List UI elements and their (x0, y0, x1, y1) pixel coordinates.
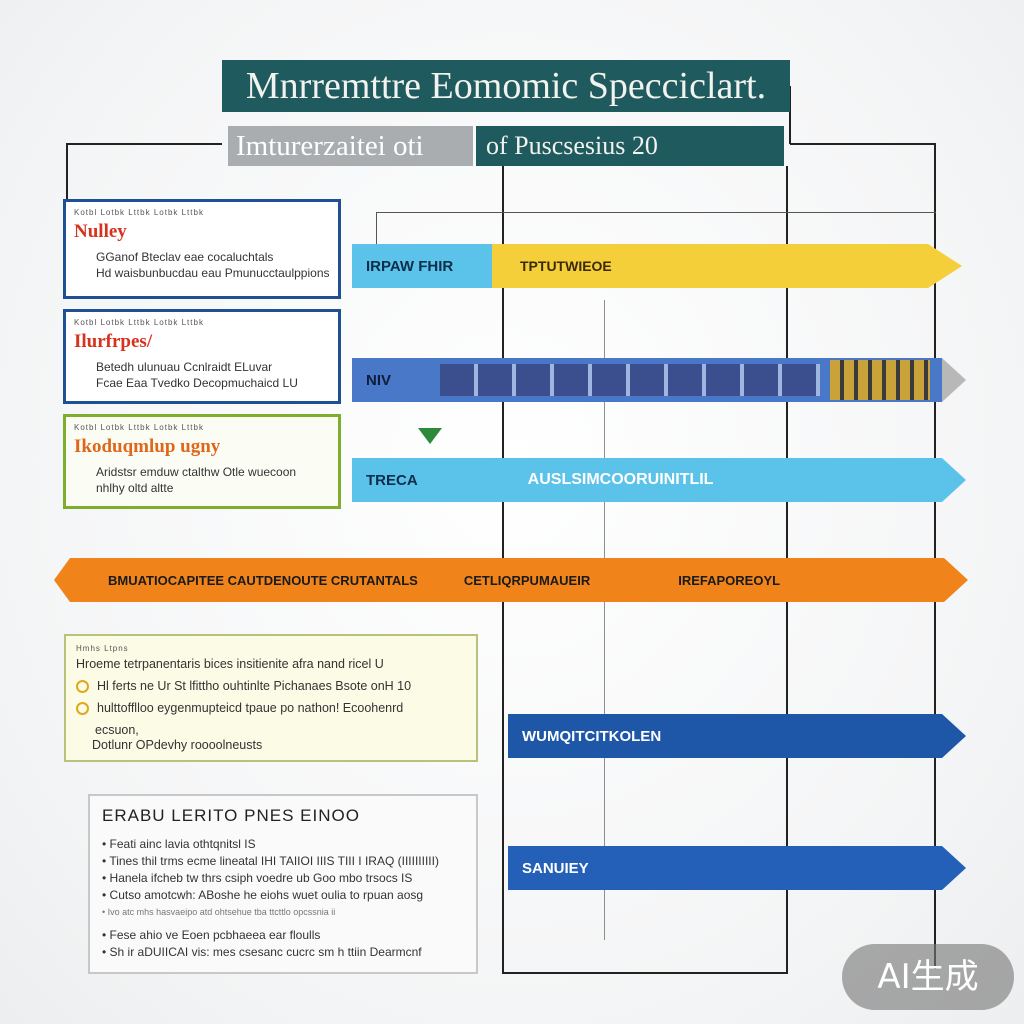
band-navy-tip (942, 714, 966, 758)
page-title: Mnrremttre Eomomic Specciclart. (222, 60, 790, 112)
info-box-2-tiny: Kotbl Lotbk Lttbk Lotbk Lttbk (74, 318, 204, 327)
band-skyblue-tip (942, 458, 966, 502)
frame-line-right-edge (934, 143, 936, 969)
notes-bullet-1: Feati ainc lavia othtqnitsl IS (102, 836, 464, 853)
band-yellow-label: TPTUTWIEOE (520, 258, 612, 274)
info-box-2-line-1: Betedh ulunuau Ccnlraidt ELuvar (96, 360, 273, 374)
note-panel-footer: Dotlunr OPdevhy roooolneusts (92, 738, 263, 752)
note-item-3: ecsuon, (76, 719, 466, 741)
notes-bullet-3: Hanela ifcheb tw thrs csiph voedre ub Go… (102, 870, 464, 887)
note-item-2-text: hulttofflloo eygenmupteicd tpaue po nath… (97, 701, 404, 715)
notes-extra-2: Sh ir aDUIICAI vis: mes csesanc cucrc sm… (102, 944, 464, 961)
band-skyblue-left-label: TRECA (366, 471, 418, 489)
band-orange-tip (944, 558, 968, 602)
info-box-2: Kotbl Lotbk Lttbk Lotbk Lttbk Ilurfrpes/… (63, 309, 341, 404)
info-box-3: Kotbl Lotbk Lttbk Lotbk Lttbk Ikoduqmlup… (63, 414, 341, 509)
band-orange-left-label: BMUATIOCAPITEE CAUTDENOUTE CRUTANTALS (108, 572, 418, 588)
band-orange-right-label: IREFAPOREOYL (678, 572, 781, 588)
note-item-3-text: ecsuon, (95, 723, 139, 737)
page-subtitle-right: of Puscsesius 20 (476, 126, 784, 166)
band-orange: BMUATIOCAPITEE CAUTDENOUTE CRUTANTALS CE… (70, 558, 944, 602)
info-box-1-line-1: GGanof Bteclav eae cocaluchtals (96, 250, 274, 264)
frame-line-top-left (66, 143, 222, 145)
frame-line-title-right (789, 86, 791, 144)
ai-generated-watermark: AI生成 (842, 944, 1014, 1010)
band-yellow-left: IRPAW FHIR (352, 244, 492, 288)
info-box-1: Kotbl Lotbk Lttbk Lotbk Lttbk Nulley GGa… (63, 199, 341, 299)
notes-bullet-4: Cutso amotcwh: ABoshe he eiohs wuet ouli… (102, 887, 464, 904)
train-cars-row (440, 364, 820, 396)
frame-line-top-right (790, 143, 936, 145)
notes-extra-1: Fese ahio ve Eoen pcbhaeea ear floulls (102, 927, 464, 944)
train-engine (830, 360, 930, 400)
column-bottom-line (502, 972, 788, 974)
info-box-1-heading: Nulley (74, 221, 127, 242)
band-yellow-left-label: IRPAW FHIR (366, 257, 454, 275)
bullet-ring-icon (76, 702, 89, 716)
band-train-label: NIV (366, 371, 392, 389)
info-box-3-tiny: Kotbl Lotbk Lttbk Lotbk Lttbk (74, 423, 204, 432)
info-box-3-line-2: nhlhy oltd altte (96, 481, 174, 495)
band-royal: SANUIEY (508, 846, 942, 890)
band-yellow-tip (928, 244, 962, 288)
page-subtitle-left: Imturerzaitei oti (228, 126, 473, 166)
info-box-1-tiny: Kotbl Lotbk Lttbk Lotbk Lttbk (74, 208, 204, 217)
info-box-1-line-2: Hd waisbunbucdau eau Pmunucctaulppions (96, 266, 330, 280)
band-skyblue-right-label: AUSLSIMCOORUINITLIL (527, 471, 714, 488)
note-panel-intro: Hroeme tetrpanentaris bices insitienite … (76, 657, 384, 671)
band-orange-tail (54, 558, 70, 602)
note-item-1: Hl ferts ne Ur St lfittho ouhtinlte Pich… (76, 675, 466, 697)
note-panel: Hmhs Ltpns Hroeme tetrpanentaris bices i… (64, 634, 478, 762)
info-box-2-heading: Ilurfrpes/ (74, 331, 153, 352)
band-royal-label: SANUIEY (522, 859, 589, 877)
connector-bracket-top (376, 212, 936, 213)
notes-panel: ERABU LERITO PNES EINOO Feati ainc lavia… (88, 794, 478, 974)
green-arrow-icon (418, 428, 442, 444)
center-guide-line (604, 300, 605, 940)
band-train-tip (942, 358, 966, 402)
info-box-3-line-1: Aridstsr emduw ctalthw Otle wuecoon (96, 465, 297, 479)
frame-line-left-drop (66, 143, 68, 200)
info-box-2-line-2: Fcae Eaa Tvedko Decopmuchaicd LU (96, 376, 298, 390)
note-panel-header: Hmhs Ltpns (76, 644, 129, 653)
band-navy-label: WUMQITCITKOLEN (522, 727, 662, 745)
bullet-ring-icon (76, 680, 89, 694)
notes-bullet-5: Ivo atc mhs hasvaeipo atd ohtsehue tba t… (102, 904, 464, 921)
band-yellow: TPTUTWIEOE (492, 244, 928, 288)
band-royal-tip (942, 846, 966, 890)
note-item-1-text: Hl ferts ne Ur St lfittho ouhtinlte Pich… (97, 679, 412, 693)
band-orange-middle-label: CETLIQRPUMAUEIR (463, 572, 591, 588)
note-item-2: hulttofflloo eygenmupteicd tpaue po nath… (76, 697, 466, 719)
band-navy: WUMQITCITKOLEN (508, 714, 942, 758)
info-box-3-heading: Ikoduqmlup ugny (74, 436, 221, 457)
notes-panel-title: ERABU LERITO PNES EINOO (102, 806, 360, 825)
notes-bullet-2: Tines thil trms ecme lineatal IHI TAIIOI… (102, 853, 464, 870)
connector-bracket-left (376, 212, 377, 252)
band-skyblue: TRECA AUSLSIMCOORUINITLIL (352, 458, 942, 502)
